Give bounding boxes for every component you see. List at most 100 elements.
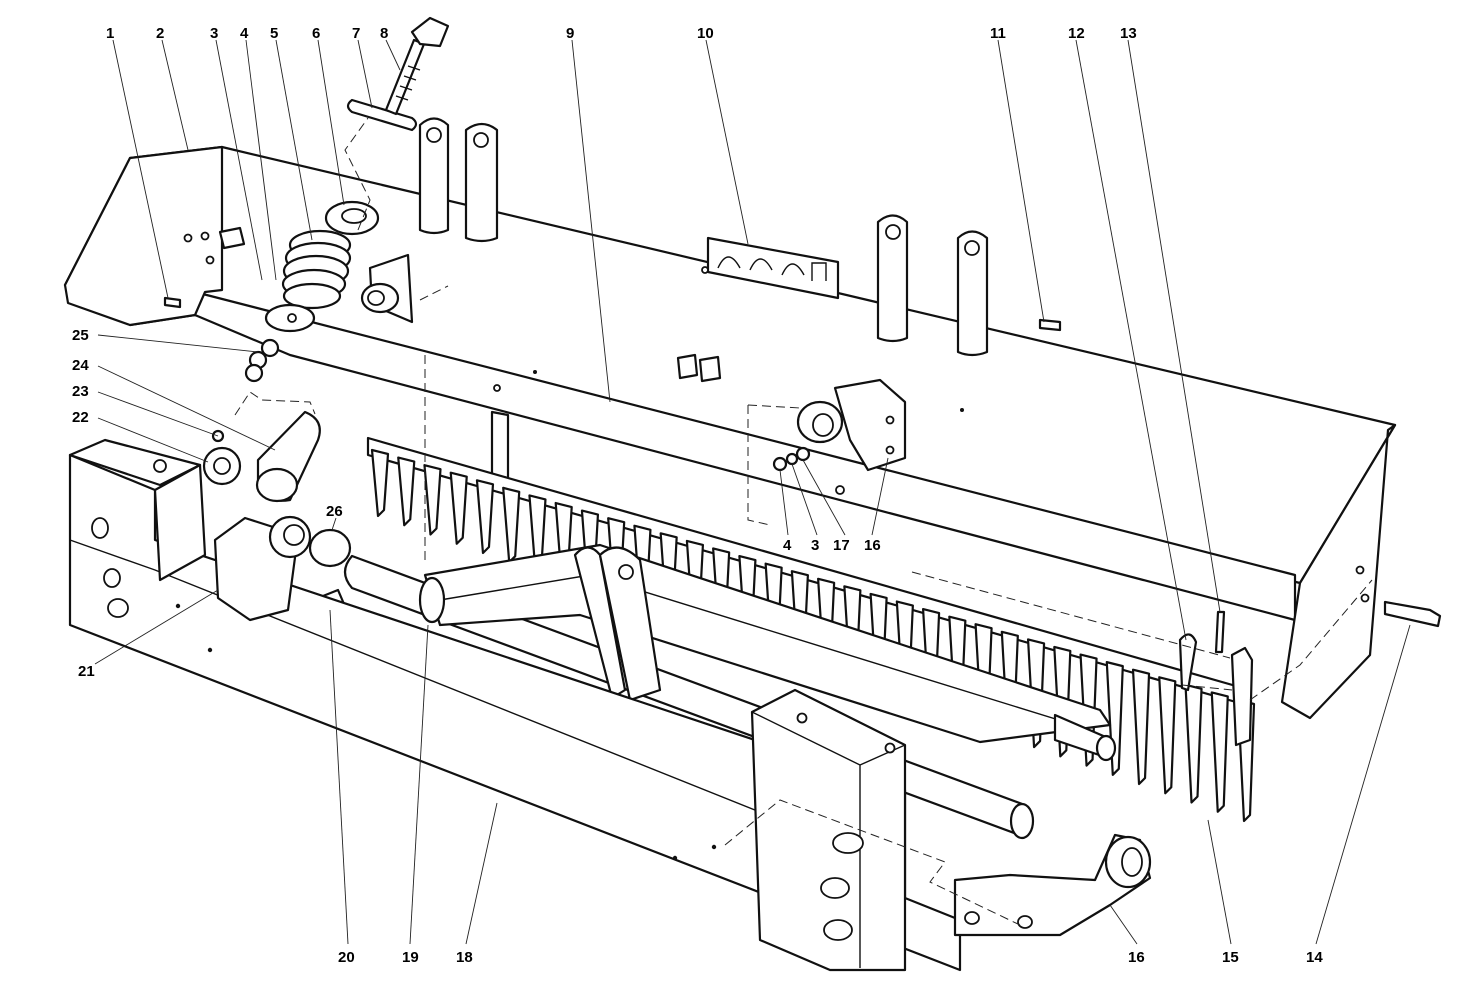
frame-slot (103, 568, 121, 588)
callout-5: 5 (270, 25, 278, 42)
adjusting-bolt-head (410, 16, 450, 48)
tine (370, 448, 390, 518)
left-bearing-bore (283, 524, 305, 546)
callout-11: 11 (990, 25, 1006, 42)
callout-12: 12 (1068, 25, 1085, 42)
callout-6: 6 (312, 25, 320, 42)
nut-25a (260, 338, 280, 358)
callout-9: 9 (566, 25, 574, 42)
callout-25: 25 (72, 327, 89, 344)
clip-bracket (698, 355, 722, 383)
housing-hole (884, 742, 896, 754)
callout-16b: 16 (1128, 949, 1145, 966)
callout-15: 15 (1222, 949, 1239, 966)
hood-left-end-plate (63, 145, 224, 327)
flange-tab (490, 410, 510, 480)
callout-2: 2 (156, 25, 164, 42)
callout-21: 21 (78, 663, 95, 680)
spacer-ring-22-bore (213, 457, 231, 475)
housing-slot (820, 877, 850, 899)
bracket-hole (1017, 915, 1033, 929)
clevis-pin-12 (1178, 633, 1198, 692)
housing-slot (832, 832, 864, 854)
decal-lettering (717, 256, 827, 281)
callout-26: 26 (326, 503, 343, 520)
left-pivot-bushing-bore (367, 290, 385, 306)
callout-18: 18 (456, 949, 473, 966)
arm-hub (418, 576, 446, 624)
callout-1: 1 (106, 25, 114, 42)
mount-ear-3-hole (885, 224, 901, 240)
callout-24: 24 (72, 357, 89, 374)
frame-crease (69, 539, 906, 871)
bolt-threads (395, 65, 421, 101)
clip-bracket (218, 226, 246, 250)
endplate-hole (1360, 593, 1370, 603)
mount-ear-1 (418, 117, 450, 235)
assembly-guide-lines (234, 117, 1373, 926)
hood-right-end-plate (1280, 423, 1397, 720)
hood-hole (701, 266, 709, 274)
callout-20: 20 (338, 949, 355, 966)
roller-shaft-end (1095, 734, 1117, 762)
end-bracket-15 (1230, 646, 1254, 747)
callout-labels: 1 2 3 4 5 6 7 8 9 10 11 12 13 25 24 23 2… (72, 25, 1323, 966)
hood-dot (533, 370, 537, 374)
frame-slot (91, 517, 109, 539)
callout-17: 17 (833, 537, 850, 554)
mount-ear-4-hole (964, 240, 980, 256)
hood-hole (183, 233, 193, 243)
nut (772, 456, 788, 472)
hood-hole (835, 485, 845, 495)
bracket-hole (885, 445, 895, 455)
compression-spring (281, 229, 352, 310)
link-arm-left (573, 546, 627, 700)
tine (423, 464, 442, 536)
callout-3b: 3 (811, 537, 819, 554)
bolt-14 (1383, 600, 1442, 628)
spring-cap-hole (341, 208, 367, 224)
tine (1184, 683, 1203, 804)
spring-base-hole (287, 313, 297, 323)
callout-10: 10 (697, 25, 714, 42)
frame-slot (107, 598, 129, 618)
housing-hole (796, 712, 808, 724)
flat-washer (795, 446, 811, 462)
housing-slot (823, 919, 853, 941)
frame-end-left (153, 463, 207, 582)
small-bolt-1 (163, 296, 182, 309)
callout-16a: 16 (864, 537, 881, 554)
hood-hole (200, 231, 210, 241)
callout-4b: 4 (783, 537, 792, 554)
callout-3: 3 (210, 25, 218, 42)
right-pivot-bushing-bore (812, 413, 834, 437)
mount-ear-1-hole (426, 127, 442, 143)
callout-14: 14 (1306, 949, 1323, 966)
callout-7: 7 (352, 25, 360, 42)
right-bearing-bore (1121, 847, 1143, 877)
frame-dot (207, 647, 213, 653)
tine (1131, 668, 1151, 786)
hood-dot (960, 408, 964, 412)
link-arm-right (598, 546, 662, 702)
mount-ear-3 (876, 214, 909, 343)
frame-dot (672, 855, 678, 861)
pivot-bushing-24-end (255, 467, 299, 503)
decal-plate (706, 236, 840, 300)
tine (1210, 691, 1229, 813)
callout-8: 8 (380, 25, 388, 42)
callout-22: 22 (72, 409, 89, 426)
nut-25c (244, 363, 264, 383)
callout-13: 13 (1120, 25, 1137, 42)
lower-frame (68, 438, 1152, 972)
tine (397, 456, 416, 527)
mount-ear-2 (464, 122, 499, 243)
tine (502, 486, 521, 564)
small-bolt-11 (1038, 318, 1062, 332)
bushing-26 (308, 528, 352, 568)
callout-23: 23 (72, 383, 89, 400)
bracket-hole (885, 415, 895, 425)
hood-hole (493, 384, 501, 392)
